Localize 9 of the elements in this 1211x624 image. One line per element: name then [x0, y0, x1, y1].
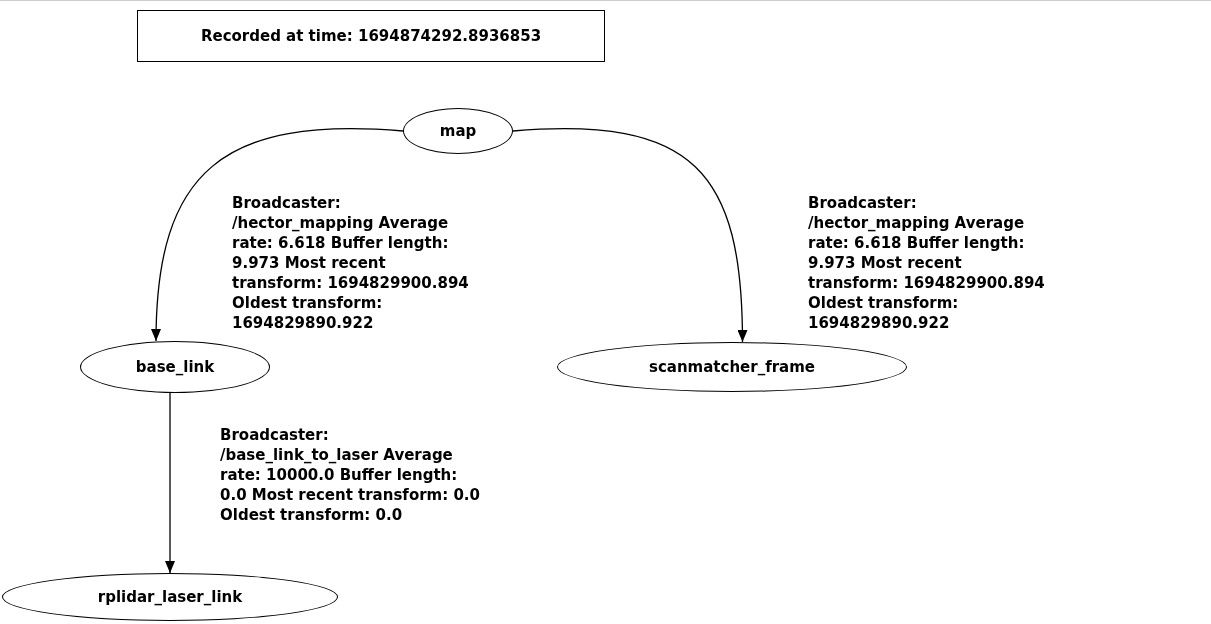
node-label: rplidar_laser_link [97, 586, 243, 608]
node-label: base_link [135, 356, 215, 378]
node-label: scanmatcher_frame [648, 356, 815, 378]
node-label: map [439, 120, 477, 142]
arrow [151, 128, 404, 342]
node-label: Recorded at time: 1694874292.8936853 [200, 25, 542, 47]
title-box [137, 10, 605, 62]
arrow [165, 392, 175, 574]
arrow [512, 128, 748, 343]
